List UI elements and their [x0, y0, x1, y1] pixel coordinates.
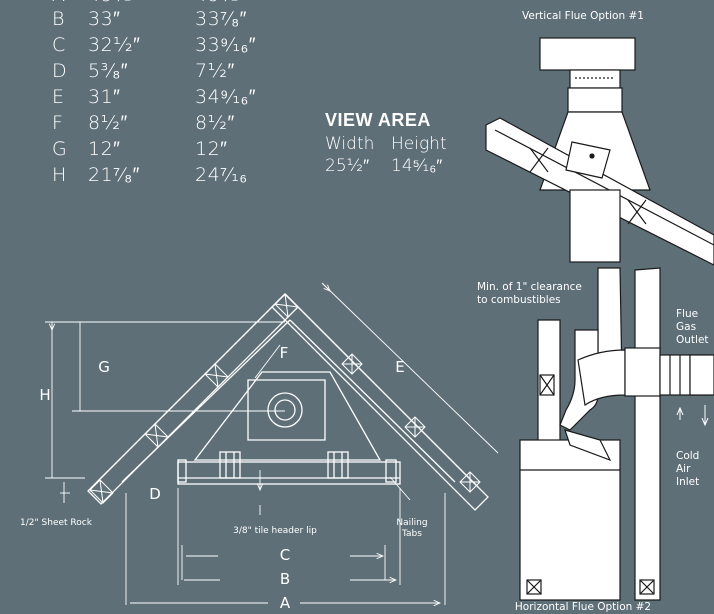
horizontal-flue-drawing [519, 267, 714, 601]
left-wall [87, 293, 299, 505]
label-c: C [280, 546, 290, 564]
label-a: A [280, 594, 291, 612]
dimension-value-a: 49½″ [88, 0, 139, 7]
cold-air-inlet-label-1: Cold [676, 450, 699, 462]
dimension-value-a: 12″ [88, 138, 121, 160]
label-g: G [98, 358, 110, 376]
dimension-letter: E [52, 86, 65, 108]
cold-air-inlet-label-3: Inlet [676, 476, 699, 488]
dimension-value-a: 32¹⁄₂″ [88, 34, 141, 56]
dimension-value-b: 49½″ [195, 0, 246, 7]
sheet-rock-label: 1/2" Sheet Rock [20, 518, 93, 528]
label-h: H [39, 386, 50, 404]
view-area-width-label: Width [325, 134, 375, 154]
flue-gas-outlet-label-3: Outlet [676, 334, 709, 346]
view-area-width-value: 25¹⁄₂″ [325, 156, 370, 176]
dimension-value-a: 31″ [88, 86, 121, 108]
view-area-labels: Width Height [325, 134, 485, 156]
corner-installation-diagram [45, 282, 499, 605]
view-area-title: VIEW AREA [325, 110, 431, 130]
label-b: B [280, 570, 290, 588]
tile-header-lip-label: 3/8" tile header lip [233, 526, 317, 536]
cold-air-inlet-label-2: Air [676, 463, 691, 475]
right-wall-inner [289, 319, 456, 483]
dimension-letter: A [52, 0, 66, 6]
wall-studs [89, 293, 481, 504]
fireplace-body [177, 371, 401, 485]
view-area-height-value: 14⁵⁄₁₆″ [391, 156, 443, 176]
vertical-flue-drawing [485, 37, 714, 266]
nailing-label-2: Tabs [401, 529, 422, 539]
corner-diagram-labels: A B C D E F G H 1/2" Sheet Rock 3/8" til… [20, 344, 428, 612]
view-area-height-label: Height [391, 134, 447, 154]
flue-gas-outlet-label-1: Flue [676, 308, 698, 320]
nailing-label-1: Nailing [396, 518, 427, 528]
dimension-value-a: 33″ [88, 8, 121, 30]
dimension-value-b: 7¹⁄₂″ [195, 60, 235, 82]
label-d: D [149, 485, 161, 503]
view-area-values: 25¹⁄₂″ 14⁵⁄₁₆″ [325, 156, 485, 178]
clearance-label-1: Min. of 1" clearance [477, 281, 582, 293]
dimension-letter: G [52, 138, 68, 160]
vertical-flue-caption: Vertical Flue Option #1 [522, 10, 644, 22]
dimension-letter: D [52, 60, 68, 82]
dimension-value-b: 34⁹⁄₁₆″ [195, 86, 256, 108]
dimension-value-b: 33⁹⁄₁₆″ [195, 34, 256, 56]
dimension-letter: H [52, 164, 67, 186]
label-e: E [395, 358, 404, 376]
clearance-label-2: to combustibles [477, 294, 561, 306]
horizontal-flue-caption: Horizontal Flue Option #2 [515, 601, 651, 613]
flue-annotation-lines [599, 290, 705, 425]
dimension-value-b: 33⁷⁄₈″ [195, 8, 247, 30]
dimension-letter: B [52, 8, 65, 30]
dimension-letter: F [52, 112, 64, 134]
flue-diagram-labels: Min. of 1" clearance to combustibles Flu… [477, 281, 709, 488]
dimension-value-b: 24⁷⁄₁₆ [195, 164, 248, 186]
flue-gas-outlet-label-2: Gas [676, 321, 696, 333]
dimension-value-a: 8¹⁄₂″ [88, 112, 128, 134]
view-area: VIEW AREA Width Height 25¹⁄₂″ 14⁵⁄₁₆″ [325, 110, 485, 178]
dimension-value-b: 8¹⁄₂″ [195, 112, 235, 134]
left-wall-inner [121, 319, 291, 483]
dimension-value-b: 12″ [195, 138, 228, 160]
dimension-letter: C [52, 34, 66, 56]
dimension-value-a: 5³⁄₈″ [88, 60, 128, 82]
label-f: F [280, 344, 289, 362]
dimension-lines [45, 282, 499, 605]
dimension-value-a: 21⁷⁄₈″ [88, 164, 140, 186]
